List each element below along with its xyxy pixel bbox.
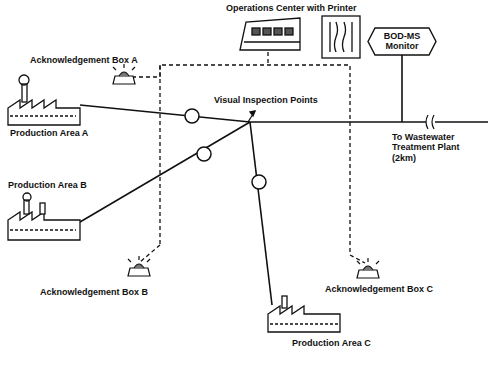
- box-label: Acknowledgement Box C: [325, 284, 433, 294]
- acknowledgement-boxes: [113, 64, 379, 278]
- monitor-label: BOD-MS Monitor: [379, 31, 425, 52]
- area-label: Production Area C: [292, 338, 371, 348]
- inspection-points: [185, 109, 266, 189]
- monitor-hexagon: BOD-MS Monitor: [367, 27, 437, 56]
- box-label: Acknowledgement Box B: [40, 287, 148, 297]
- area-label: Production Area A: [10, 128, 88, 138]
- signal-lines: [132, 52, 365, 263]
- area-label: Production Area B: [8, 180, 87, 190]
- center-label: Operations Center with Printer: [226, 3, 357, 13]
- factories: [8, 75, 340, 332]
- pipe-break: [426, 115, 435, 129]
- destination-label: To Wastewater Treatment Plant (2km): [392, 132, 474, 163]
- inspection-label: Visual Inspection Points: [214, 95, 318, 105]
- operations-console: [240, 18, 300, 50]
- pipes: [80, 55, 488, 305]
- inspection-flag: [248, 111, 255, 122]
- hexagon-shape: [368, 28, 436, 55]
- box-label: Acknowledgement Box A: [30, 55, 138, 65]
- printer: [322, 16, 360, 58]
